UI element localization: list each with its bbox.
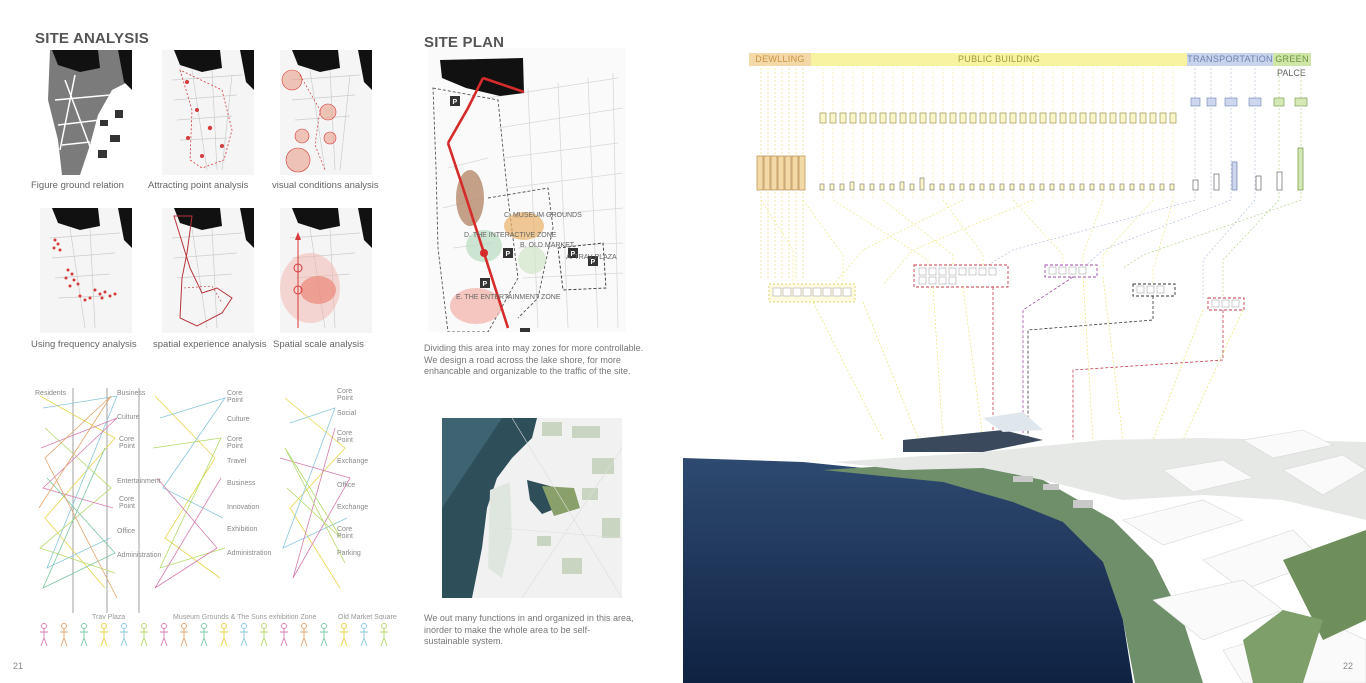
svg-text:P: P bbox=[453, 99, 458, 106]
site-plan-map: P P P P P C. MUSEUM GROUNDS D. THE INTERACTI… bbox=[428, 48, 626, 332]
chart-label-travel: Travel bbox=[227, 458, 247, 465]
zone-label-trav-plaza: Trav Plaza bbox=[92, 614, 126, 621]
using-frequency-diagram bbox=[40, 208, 132, 333]
chart-label-office: Office bbox=[117, 528, 136, 535]
chart-label-administration: Administration bbox=[227, 550, 272, 557]
zone-label-museum: C. MUSEUM GROUNDS bbox=[504, 212, 582, 219]
analysis-caption-2: Attracting point analysis bbox=[148, 180, 249, 191]
chart-label-business: Business bbox=[227, 480, 256, 487]
site-analysis-title: SITE ANALYSIS bbox=[35, 30, 150, 47]
context-map bbox=[442, 418, 622, 598]
left-page: SITE ANALYSIS SITE PLAN bbox=[13, 30, 644, 671]
category-public-building: PUBLIC BUILDING bbox=[811, 53, 1187, 66]
palce-label: PALCE bbox=[1277, 68, 1306, 78]
site-plan-title: SITE PLAN bbox=[424, 34, 505, 51]
right-page: DEWLLING PUBLIC BUILDING TRANSPORTATION … bbox=[683, 0, 1366, 683]
zone-label-entertainment: E. THE ENTERTAINMENT ZONE bbox=[456, 294, 561, 301]
chart-label-core-point: Core Point bbox=[227, 436, 243, 450]
chart-label-core-point: Core Point bbox=[337, 526, 353, 540]
figure-ground-diagram bbox=[40, 50, 132, 175]
analysis-caption-6: Spatial scale analysis bbox=[273, 339, 364, 350]
analysis-caption-4: Using frequency analysis bbox=[31, 339, 137, 350]
analysis-caption-1: Figure ground relation bbox=[31, 180, 124, 191]
category-transportation: TRANSPORTATION bbox=[1187, 53, 1273, 66]
chart-label-administration: Administration bbox=[117, 552, 162, 559]
analysis-caption-3: visual conditions analysis bbox=[272, 180, 379, 191]
chart-label-innovation: Innovation bbox=[227, 504, 260, 511]
relationship-network-chart: Residents Business Culture Core Point En… bbox=[35, 388, 375, 613]
analysis-caption-5: spatial experience analysis bbox=[153, 339, 267, 350]
chart-label-office: Office bbox=[337, 482, 356, 489]
chart-label-core-point: Core Point bbox=[119, 436, 135, 450]
chart-label-culture: Culture bbox=[117, 414, 140, 421]
chart-label-social: Social bbox=[337, 410, 357, 417]
context-description: We out many functions in and organized i… bbox=[424, 613, 634, 647]
chart-label-core-point: Core Point bbox=[119, 496, 135, 510]
zone-label-interactive: D. THE INTERACTIVE ZONE bbox=[464, 232, 556, 239]
svg-text:P: P bbox=[506, 251, 511, 258]
chart-label-exchange: Exchange bbox=[337, 504, 369, 511]
spatial-scale-diagram bbox=[280, 208, 372, 333]
chart-label-core-point: Core Point bbox=[227, 390, 243, 404]
svg-text:P: P bbox=[571, 251, 576, 258]
visual-conditions-diagram bbox=[280, 50, 372, 175]
chart-label-entertainment: Entertainment bbox=[117, 478, 161, 485]
chart-label-core-point: Core Point bbox=[337, 430, 353, 444]
chart-label-residents: Residents bbox=[35, 390, 67, 397]
attracting-point-diagram bbox=[162, 50, 254, 175]
zone-label-trav-plaza: A. TRAV PLAZA bbox=[566, 254, 617, 261]
zone-label-museum-grounds: Museum Grounds & The Suns exhibition Zon… bbox=[173, 614, 317, 621]
zone-label-old-market: B. OLD MARKET bbox=[520, 242, 575, 249]
category-dwelling: DEWLLING bbox=[749, 53, 811, 66]
people-silhouettes bbox=[36, 622, 400, 648]
zone-label-old-market: Old Market Square bbox=[338, 614, 397, 621]
category-green: GREEN bbox=[1273, 53, 1311, 66]
chart-label-core-point: Core Point bbox=[337, 388, 353, 402]
svg-text:P: P bbox=[591, 259, 596, 266]
chart-label-business: Business bbox=[117, 390, 146, 397]
page-number-left: 21 bbox=[13, 661, 24, 671]
svg-text:P: P bbox=[483, 281, 488, 288]
spatial-experience-diagram bbox=[162, 208, 254, 333]
plan-description: Dividing this area into may zones for mo… bbox=[424, 343, 644, 377]
program-connection-diagram bbox=[683, 68, 1366, 683]
chart-label-exchange: Exchange bbox=[337, 458, 369, 465]
chart-label-parking: Parking bbox=[337, 550, 361, 557]
chart-label-exhibition: Exhibition bbox=[227, 526, 258, 533]
page-number-right: 22 bbox=[1343, 661, 1354, 671]
chart-label-culture: Culture bbox=[227, 416, 250, 423]
